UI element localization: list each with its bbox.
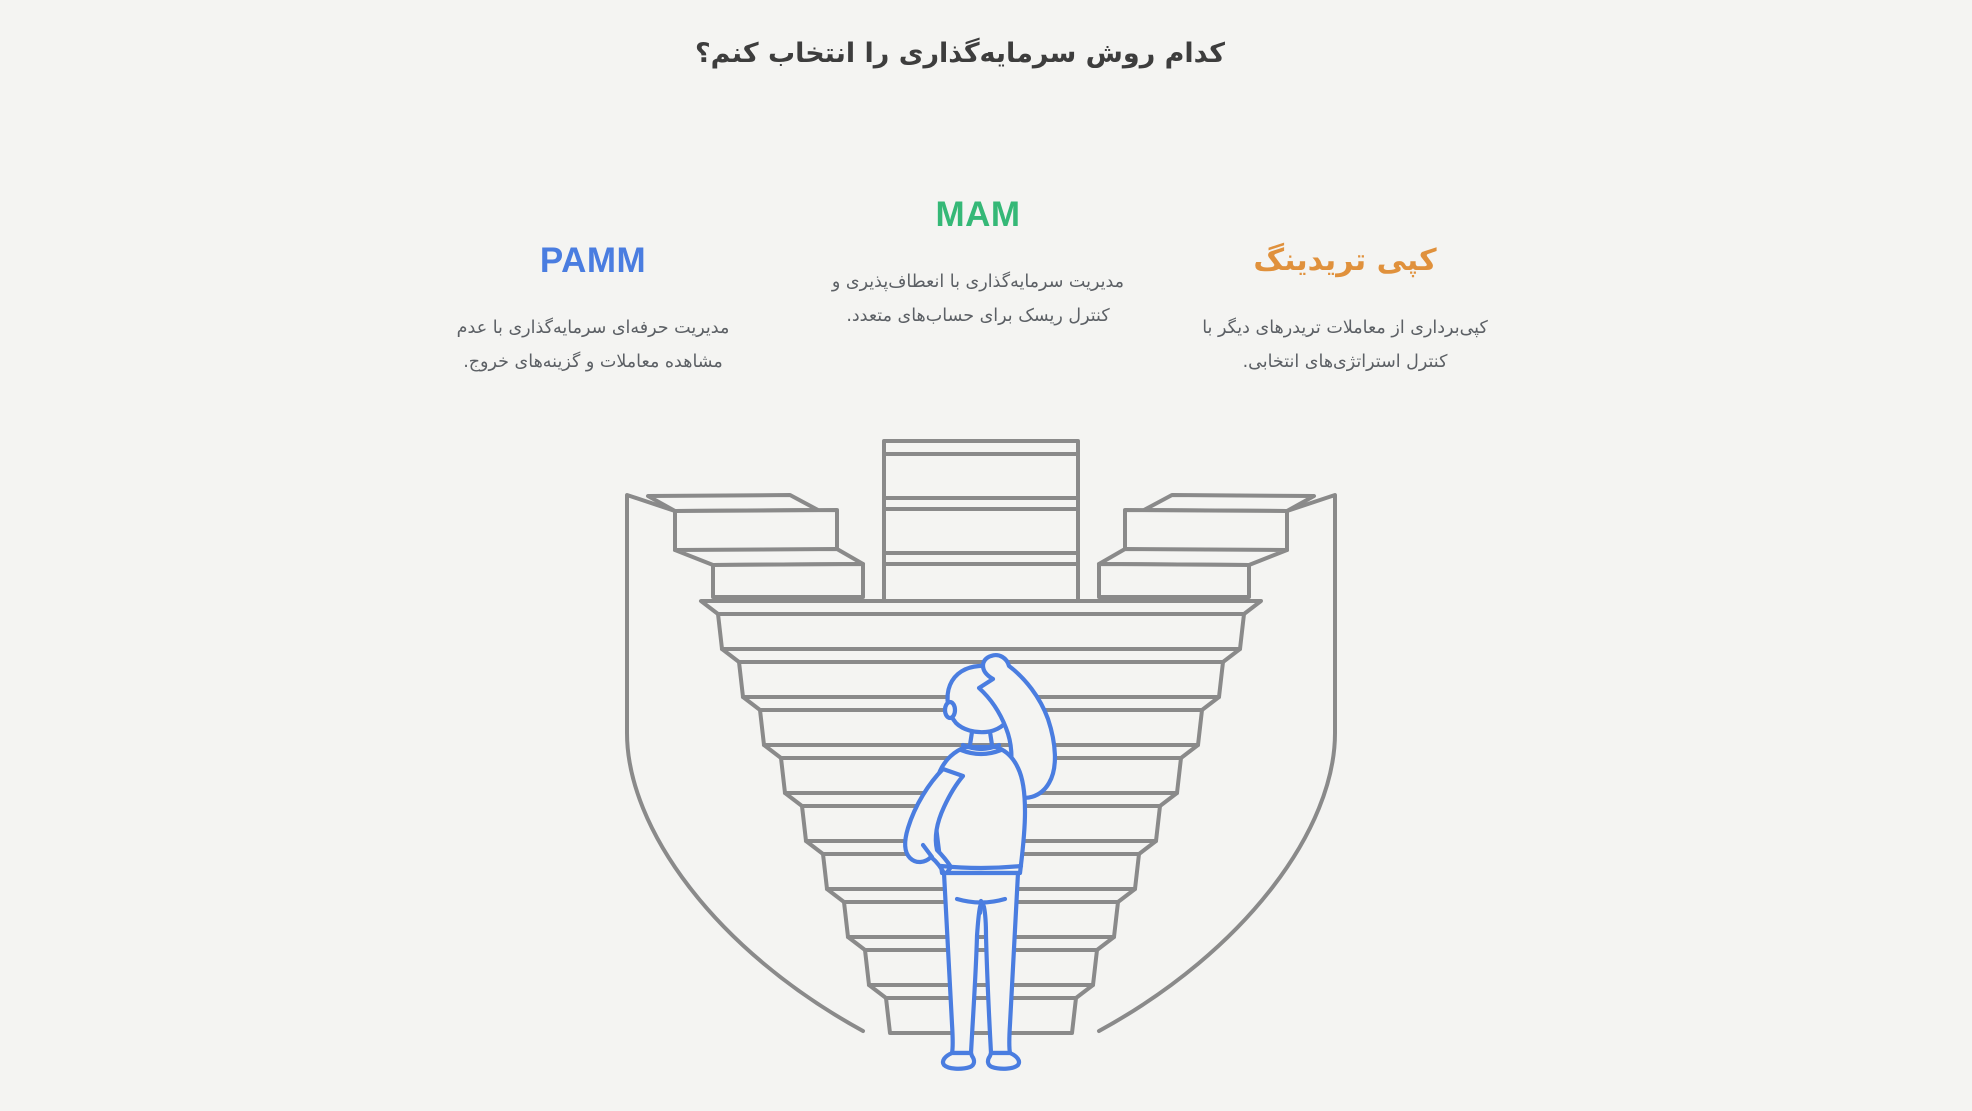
method-pamm-title: PAMM — [539, 241, 647, 280]
staircase — [625, 439, 1337, 1035]
method-mam: MAM مدیریت سرمایه‌گذاری با انعطاف‌پذیری … — [818, 194, 1138, 333]
method-copy-trading-description: کپی‌برداری از معاملات تریدرهای دیگر با ک… — [1175, 311, 1515, 379]
description-line: کنترل استراتژی‌های انتخابی. — [1242, 352, 1448, 372]
person-shoe-left — [940, 1050, 977, 1071]
description-line: مدیریت حرفه‌ای سرمایه‌گذاری با عدم — [456, 318, 730, 338]
right-wall — [1097, 493, 1337, 1033]
person-torso — [932, 744, 1028, 876]
method-pamm: PAMM مدیریت حرفه‌ای سرمایه‌گذاری با عدم … — [433, 240, 753, 379]
description-line: مدیریت سرمایه‌گذاری با انعطاف‌پذیری و — [831, 272, 1125, 292]
description-line: مشاهده معاملات و گزینه‌های خروج. — [463, 352, 723, 372]
staircase-illustration — [625, 439, 1337, 1071]
confused-person — [903, 653, 1058, 1071]
right-blocks — [1097, 493, 1316, 599]
left-blocks — [646, 493, 865, 599]
method-pamm-description: مدیریت حرفه‌ای سرمایه‌گذاری با عدم مشاهد… — [433, 311, 753, 379]
person-cuff-line — [920, 842, 935, 860]
page-title: کدام روش سرمایه‌گذاری را انتخاب کنم؟ — [695, 38, 1225, 69]
method-copy-trading-title: کپی تریدینگ — [1253, 243, 1437, 278]
person-neck — [967, 729, 995, 748]
description-line: کپی‌برداری از معاملات تریدرهای دیگر با — [1202, 318, 1488, 338]
left-wall — [625, 493, 865, 1033]
person-ear-left — [942, 699, 958, 721]
method-mam-description: مدیریت سرمایه‌گذاری با انعطاف‌پذیری و کن… — [818, 265, 1138, 333]
wide-steps — [699, 599, 1263, 1035]
central-tower — [882, 439, 1080, 603]
method-copy-trading: کپی تریدینگ کپی‌برداری از معاملات تریدره… — [1175, 240, 1515, 379]
person-raised-arm — [976, 653, 1058, 800]
person-pants-yoke — [954, 896, 1008, 916]
description-line: کنترل ریسک برای حساب‌های متعدد. — [846, 306, 1110, 326]
person-hem-line — [938, 863, 1024, 871]
person-collar — [958, 742, 1004, 757]
method-mam-title: MAM — [935, 195, 1021, 234]
person-shoe-right — [985, 1050, 1022, 1071]
